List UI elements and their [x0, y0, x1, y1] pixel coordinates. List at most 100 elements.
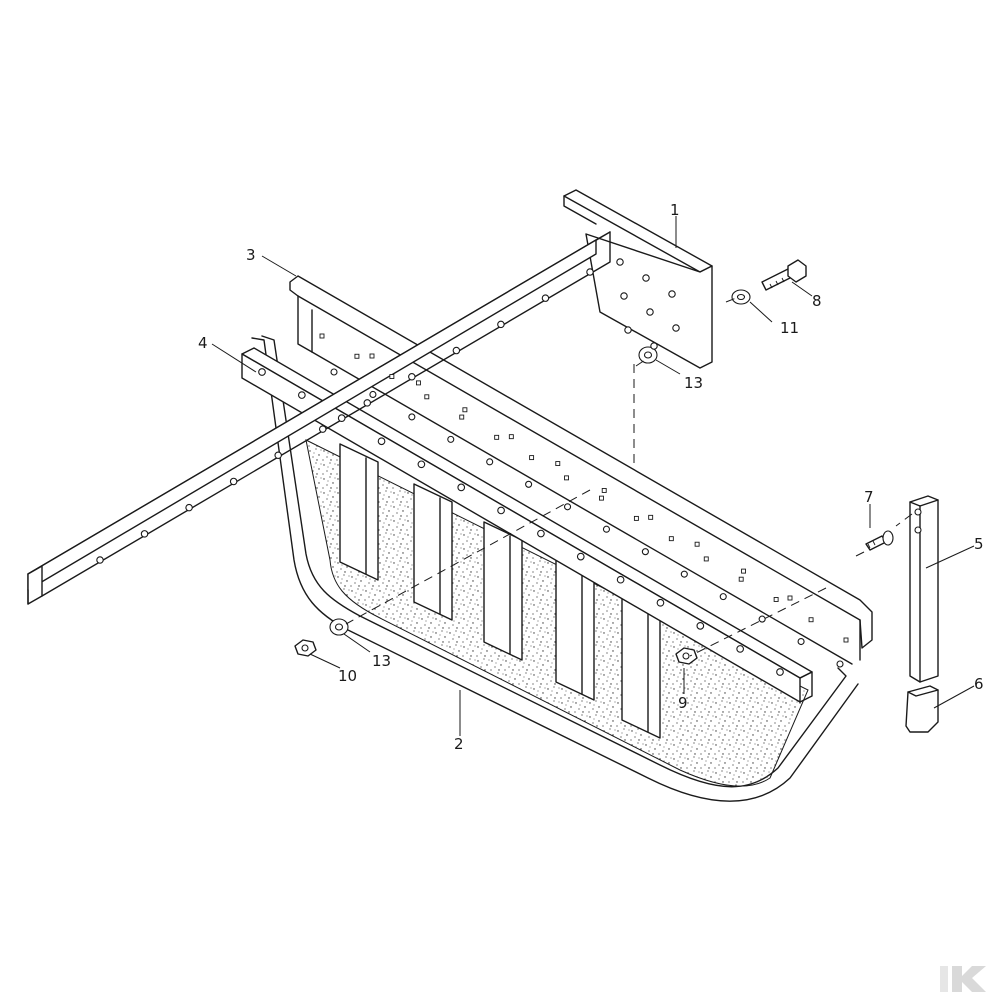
angle-slot — [389, 374, 395, 379]
angle-slot-lower — [555, 461, 561, 467]
rail-hole — [563, 503, 572, 511]
tube-hole — [586, 268, 594, 276]
plate-hole — [650, 342, 658, 350]
tube-hole — [185, 503, 193, 512]
rail-hole — [447, 435, 455, 443]
callout-10: 10 — [338, 667, 357, 685]
angle-slot-lower — [741, 568, 747, 574]
washer-part-11 — [731, 289, 751, 305]
callout-4: 4 — [198, 334, 208, 352]
callout-13-lower: 13 — [372, 652, 391, 670]
angle-slot — [773, 597, 779, 602]
flat-bar-hole — [576, 552, 585, 561]
angle-slot-lower — [462, 407, 468, 413]
flat-bar-hole — [457, 483, 466, 492]
callout-7: 7 — [864, 488, 874, 506]
angle-slot — [843, 637, 849, 643]
tube-hole — [452, 346, 461, 355]
rail-hole — [369, 390, 377, 399]
tube-hole — [274, 451, 282, 460]
rail-hole — [641, 548, 649, 556]
flat-bar-hole — [656, 598, 665, 607]
bolt-part-7 — [865, 530, 894, 551]
plate-hole — [646, 308, 654, 316]
flat-bar-hole — [417, 460, 426, 469]
callout-11: 11 — [780, 319, 799, 337]
brand-logo — [940, 966, 986, 992]
flat-bar-hole — [297, 391, 306, 399]
angle-slot — [738, 576, 744, 582]
tube-hole — [318, 425, 327, 433]
callout-3: 3 — [246, 246, 256, 264]
tube-hole — [140, 530, 149, 538]
callout-2: 2 — [454, 735, 464, 753]
square-tube-part-1 — [27, 189, 713, 605]
angle-slot-lower — [601, 487, 607, 493]
angle-slot-lower — [648, 514, 654, 520]
mounting-holes — [96, 258, 922, 676]
plate-hole — [616, 258, 624, 266]
angle-slot — [494, 434, 500, 440]
upright-bar-part-5 — [909, 495, 939, 683]
tube-hole — [408, 372, 416, 381]
leader-lines — [211, 216, 975, 736]
rail-hole — [525, 480, 533, 488]
angle-slot — [633, 515, 639, 521]
plate-hole — [624, 326, 632, 334]
assembly-lines — [345, 297, 913, 657]
end-cap-part-6 — [905, 685, 939, 733]
bolt-part-8 — [761, 259, 807, 291]
rail-hole — [330, 368, 338, 376]
rail-hole — [797, 637, 805, 646]
angle-slot — [529, 455, 535, 461]
angle-slot — [424, 394, 430, 400]
rail-hole — [486, 458, 494, 466]
flat-bar-hole — [377, 437, 386, 446]
tube-hole — [229, 477, 238, 486]
callout-6: 6 — [974, 675, 984, 693]
angle-slot-lower — [369, 353, 375, 359]
flat-bar-hole — [776, 668, 784, 676]
angle-slot-lower — [787, 595, 793, 601]
angle-slot — [319, 333, 325, 339]
plate-hole — [672, 324, 680, 332]
angle-slot — [564, 475, 569, 481]
plate-hole — [668, 290, 676, 298]
angle-slot-lower — [508, 434, 514, 440]
flat-bar-hole — [497, 506, 505, 515]
angle-slot — [459, 414, 465, 420]
angle-profile-part-3 — [289, 275, 873, 665]
upright-hole — [914, 508, 922, 516]
angle-slot — [354, 353, 360, 359]
callout-labels: 1 2 3 4 5 6 7 8 9 10 11 13 13 — [198, 201, 984, 753]
rail-hole — [602, 525, 611, 533]
flat-bar-hole — [736, 645, 745, 653]
rail-hole — [680, 570, 688, 578]
callout-13-upper: 13 — [684, 374, 703, 392]
rail-hole — [758, 615, 766, 623]
washer-part-13-upper — [638, 346, 658, 364]
angle-slot — [703, 556, 709, 562]
rail-hole — [719, 593, 727, 601]
nut-part-9 — [675, 647, 698, 665]
flat-bar-hole — [537, 529, 545, 538]
tube-hole — [541, 294, 550, 302]
tube-hole — [96, 556, 104, 564]
callout-8: 8 — [812, 292, 822, 310]
washer-part-13-lower — [329, 618, 349, 636]
callout-5: 5 — [974, 535, 984, 553]
plate-hole — [620, 292, 628, 300]
rail-hole — [836, 660, 844, 668]
angle-slot — [599, 495, 604, 501]
flat-bar-hole — [337, 414, 346, 423]
flat-bar-hole — [258, 368, 266, 376]
flat-bar-hole — [616, 575, 625, 584]
upright-hole — [914, 526, 922, 534]
angle-slot — [808, 617, 814, 623]
callout-1: 1 — [670, 201, 680, 219]
tube-hole — [363, 399, 372, 407]
angle-slot-lower — [415, 380, 421, 386]
nut-part-10 — [294, 639, 317, 657]
